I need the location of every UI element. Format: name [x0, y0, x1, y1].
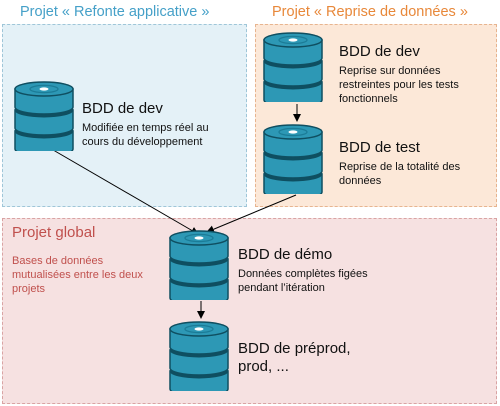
db-test-label: BDD de test Reprise de la totalité des d… [339, 139, 489, 188]
db-title: BDD de dev [339, 43, 420, 60]
db-title: BDD de dev [82, 100, 163, 117]
region-global-title: Projet global [12, 224, 96, 241]
db-title: BDD de démo [238, 246, 333, 263]
region-refonte-title: Projet « Refonte applicative » [20, 4, 210, 20]
region-reprise-title: Projet « Reprise de données » [272, 4, 468, 20]
database-icon [263, 32, 323, 108]
database-icon [14, 81, 74, 157]
database-icon [263, 124, 323, 200]
db-description: Données complètes figées pendant l’itéra… [238, 268, 368, 294]
db-description: Modifiée en temps réel au cours du dével… [82, 122, 209, 148]
db-dev-refonte-label: BDD de dev Modifiée en temps réel au cou… [82, 100, 237, 149]
region-global-description: Bases de données mutualisées entre les d… [12, 255, 143, 295]
database-icon [169, 321, 229, 397]
db-dev-reprise-label: BDD de dev Reprise sur données restreint… [339, 43, 489, 106]
db-title: BDD de test [339, 139, 420, 156]
db-preprod-label: BDD de préprod, prod, ... [238, 340, 398, 376]
region-projet-global [2, 218, 497, 404]
db-description: Reprise sur données restreintes pour les… [339, 65, 459, 105]
db-description: Reprise de la totalité des données [339, 161, 461, 187]
arrow-test-to-demo [206, 194, 297, 234]
db-title: BDD de préprod, prod, ... [238, 340, 351, 375]
arrow-dev-to-demo [47, 146, 199, 235]
database-icon [169, 230, 229, 306]
db-demo-label: BDD de démo Données complètes figées pen… [238, 246, 398, 295]
